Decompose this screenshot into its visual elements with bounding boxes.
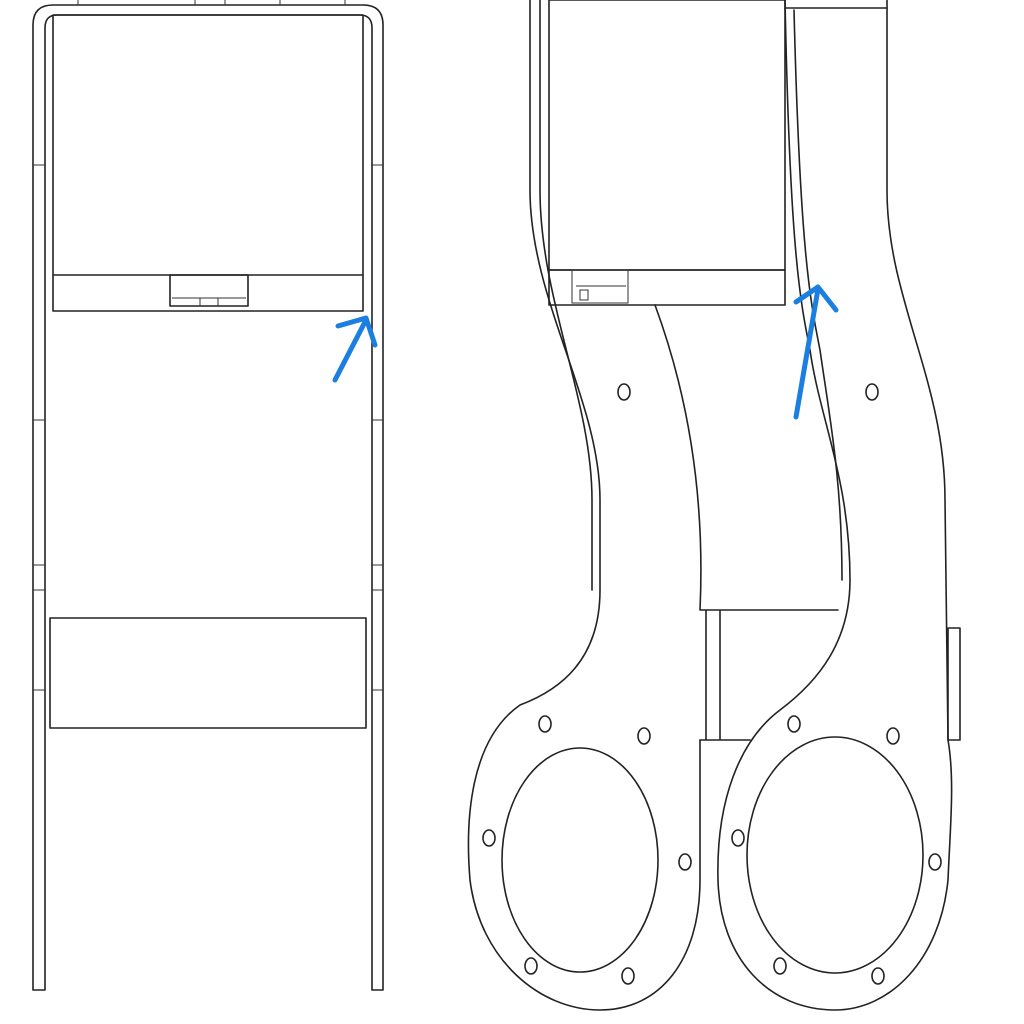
arrow-icon	[332, 315, 378, 383]
hole	[482, 829, 496, 847]
hole	[621, 967, 635, 985]
annotation-arrows	[332, 284, 839, 420]
front-view	[32, 0, 384, 991]
side-right-tab	[947, 627, 961, 741]
hole	[538, 715, 552, 733]
side-upper-box	[548, 0, 786, 271]
side-left-arm-inner	[539, 0, 593, 591]
front-top-studs	[77, 0, 346, 5]
front-upper-box	[52, 14, 364, 312]
side-right-arm-outer	[717, 0, 953, 1011]
hole	[787, 715, 801, 733]
side-middle-link	[654, 304, 839, 741]
hole	[524, 957, 538, 975]
hole	[928, 853, 942, 871]
arrow-icon	[793, 284, 839, 420]
hole	[731, 829, 745, 847]
front-tab-detail	[172, 297, 246, 306]
front-frame-joints	[33, 164, 383, 691]
front-tab	[169, 274, 249, 307]
side-connector	[571, 269, 629, 304]
side-connector-detail	[576, 285, 626, 301]
side-right-arm-inner	[793, 9, 843, 581]
side-band	[548, 269, 786, 306]
hole	[678, 853, 692, 871]
mounting-holes	[482, 383, 942, 985]
side-right-ring-hole	[746, 736, 924, 974]
side-view	[467, 0, 961, 1011]
hole	[886, 727, 900, 745]
hole	[871, 967, 885, 985]
hole	[865, 383, 879, 401]
hole	[637, 727, 651, 745]
side-left-arm-outer	[467, 0, 701, 1011]
hole	[773, 957, 787, 975]
hole	[617, 383, 631, 401]
front-frame-outer	[32, 4, 384, 991]
front-lower-box	[49, 617, 367, 729]
side-left-ring-hole	[501, 747, 659, 973]
